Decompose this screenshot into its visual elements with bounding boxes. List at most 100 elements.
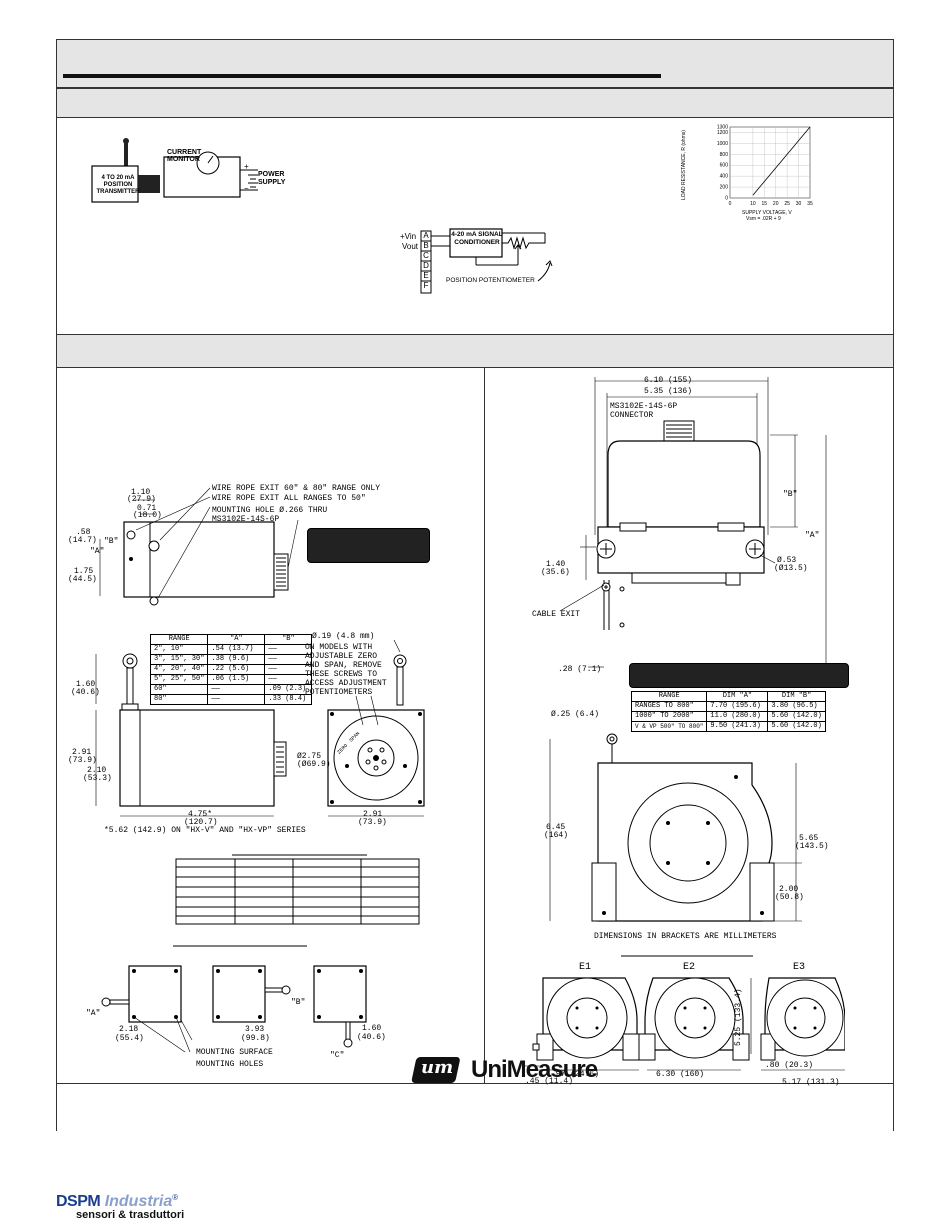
dim-210-mm: (53.3) xyxy=(83,774,112,783)
adjust-note: ON MODELS WITH ADJUSTABLE ZERO AND SPAN,… xyxy=(305,643,387,697)
dim-565-mm: (143.5) xyxy=(795,842,829,851)
dim-200-mm: (50.8) xyxy=(775,893,804,902)
pin-f: F xyxy=(423,281,429,290)
pin-b: B xyxy=(423,241,429,250)
dim-058-mm: (14.7) xyxy=(68,536,97,545)
table-cell: 5.60 (142.0) xyxy=(767,721,826,732)
dim-525: 5.25 (133.4) xyxy=(734,988,743,1046)
dim-175: 1.75 xyxy=(74,567,94,576)
top-view-drawing xyxy=(99,487,299,606)
bracket-variants-drawing xyxy=(525,955,845,1071)
dim-110-mm: (27.9) xyxy=(127,495,156,504)
dim-c-mount: "C" xyxy=(330,1051,345,1060)
connector-pins: A B C D E F xyxy=(421,231,431,291)
table-cell: .38 (9.6) xyxy=(207,654,266,665)
dim-053: Ø.53 xyxy=(777,556,797,565)
dim-140: 1.40 xyxy=(546,560,566,569)
dim-475-mm: (120.7) xyxy=(184,818,218,827)
table-cell: 2", 10" xyxy=(149,644,209,655)
table-cell: —— xyxy=(207,694,266,705)
table-cell: 80" xyxy=(149,694,209,705)
chart-xtick-label: 10 xyxy=(750,201,756,207)
table-cell: 60" xyxy=(149,684,209,695)
dim-393: 3.93 xyxy=(245,1025,265,1034)
footer-band xyxy=(57,1083,893,1132)
dim-028: .28 (7.1) xyxy=(558,665,602,674)
chart-ylabel: LOAD RESISTANCE, R (ohms) xyxy=(681,130,687,200)
dim-071-mm: (18.0) xyxy=(133,511,162,520)
dspm-tagline: sensori & trasduttori xyxy=(76,1209,185,1221)
range-table-header: RANGE "A" "B" xyxy=(149,634,313,645)
table-cell: —— xyxy=(207,684,266,695)
position-pot-label: POSITION POTENTIOMETER xyxy=(446,277,535,284)
dim-218: 2.18 xyxy=(119,1025,139,1034)
unimeasure-symbol: um xyxy=(421,1057,454,1078)
chart-xtick-label: 35 xyxy=(807,201,813,207)
table-row: 60"——.09 (2.3) xyxy=(149,684,313,695)
dimension-table: RANGE DIM "A" DIM "B" RANGES TO 800"7.70… xyxy=(630,691,826,732)
dim-080: .80 (20.3) xyxy=(765,1061,814,1070)
dim-025: Ø.25 (6.4) xyxy=(551,710,600,719)
dim-291-end-mm: (73.9) xyxy=(358,818,387,827)
table-cell: .22 (5.6) xyxy=(207,664,266,675)
dim-045: .45 (11.4) xyxy=(525,1077,574,1086)
chart-xtick-label: 0 xyxy=(729,201,732,207)
dim-160: 1.60 xyxy=(76,680,96,689)
e3-label: E3 xyxy=(793,962,806,973)
section-band-dimensions xyxy=(57,334,893,368)
dim-058: .58 xyxy=(76,528,91,537)
cable-exit-label: CABLE EXIT xyxy=(532,610,581,619)
chart-ytick-label: 200 xyxy=(720,185,729,191)
dim-a-right: "A" xyxy=(805,531,820,540)
dim-645: 6.45 xyxy=(546,823,566,832)
connector-label: MS3102E-14S-6P CONNECTOR xyxy=(610,402,678,420)
table-cell: 1000" TO 2000" xyxy=(630,711,708,722)
dim-475: 4.75* xyxy=(188,810,213,819)
current-monitor-label: CURRENT MONITOR xyxy=(167,149,202,163)
range-col-range: RANGE xyxy=(149,634,209,645)
column-divider xyxy=(484,368,485,1083)
pin-d: D xyxy=(423,261,429,270)
section-band-electrical xyxy=(57,88,893,118)
dim-097: .97 (24.6) xyxy=(551,1070,600,1079)
plus-label: + xyxy=(244,163,249,172)
dim-b-top: "B" xyxy=(104,537,119,546)
unimeasure-wordmark: UniMeasure xyxy=(471,1056,598,1083)
dim-645-mm: (164) xyxy=(544,831,569,840)
power-supply-label: POWER SUPPLY xyxy=(258,171,286,186)
note-wire-rope-60-80: WIRE ROPE EXIT 60" & 80" RANGE ONLY xyxy=(212,484,381,493)
dim-019: Ø.19 (4.8 mm) xyxy=(312,632,375,641)
dim-col-b: DIM "B" xyxy=(767,691,826,702)
note-wire-rope-50: WIRE ROPE EXIT ALL RANGES TO 50" xyxy=(212,494,366,503)
pin-e: E xyxy=(423,271,429,280)
dspm-registered: ® xyxy=(172,1193,179,1202)
chart-ytick-label: 0 xyxy=(725,196,728,202)
dim-291-mm: (73.9) xyxy=(68,756,97,765)
table-row: 2", 10".54 (13.7)—— xyxy=(149,644,313,655)
chart-plot-area xyxy=(729,126,811,199)
dim-110: 1.10 xyxy=(131,488,151,497)
chart-ytick-label: 1000 xyxy=(717,141,728,147)
table-cell: .33 (8.4) xyxy=(264,694,313,705)
large-transducer-side-view xyxy=(559,377,830,676)
e1-label: E1 xyxy=(579,962,592,973)
dim-col-range: RANGE xyxy=(630,691,708,702)
pin-c: C xyxy=(423,251,429,260)
chart-ytick-label: 800 xyxy=(720,152,729,158)
dim-291: 2.91 xyxy=(72,748,92,757)
chart-ytick-label: 1300 xyxy=(717,125,728,131)
dspm-name: DSPM xyxy=(56,1193,101,1210)
minus-label: − xyxy=(244,185,249,194)
chart-ytick-label: 400 xyxy=(720,174,729,180)
table-cell: 5.60 (142.0) xyxy=(767,711,826,722)
mounting-surface-label: MOUNTING SURFACE xyxy=(196,1048,273,1057)
range-col-a: "A" xyxy=(207,634,266,645)
dim-218-mm: (55.4) xyxy=(115,1034,144,1043)
table-row: 5", 25", 50".06 (1.5)—— xyxy=(149,674,313,685)
chart-series-line xyxy=(752,126,811,196)
transmitter-label: 4 TO 20 mA POSITION TRANSMITTER xyxy=(96,175,140,195)
table-cell: .06 (1.5) xyxy=(207,674,266,685)
dim-160-mount-mm: (40.6) xyxy=(357,1033,386,1042)
model-table-empty xyxy=(175,854,420,925)
dspm-industria: Industria xyxy=(104,1193,173,1210)
